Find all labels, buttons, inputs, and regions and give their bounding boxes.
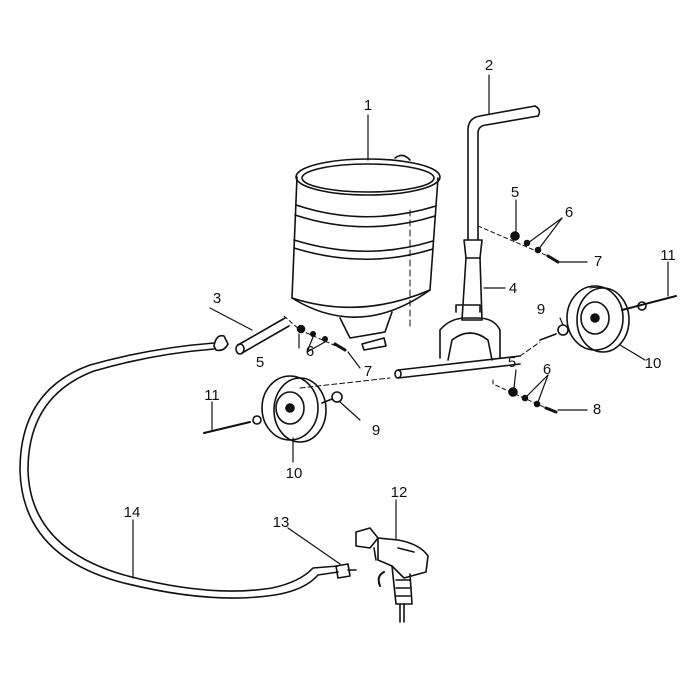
hose-fitting xyxy=(335,563,357,579)
wheel-right xyxy=(566,285,630,353)
callout-5-right-lower: 5 xyxy=(508,354,516,371)
callout-1: 1 xyxy=(364,97,372,114)
callout-labels: 1 2 3 4 5 5 5 6 6 6 7 7 8 9 9 10 10 11 1… xyxy=(124,57,676,531)
callout-4: 4 xyxy=(509,280,517,297)
callout-13: 13 xyxy=(273,514,290,531)
callout-9-right: 9 xyxy=(537,301,545,318)
callout-12: 12 xyxy=(391,484,408,501)
callout-11-right: 11 xyxy=(660,247,676,264)
callout-7-right: 7 xyxy=(594,253,602,270)
callout-10-right: 10 xyxy=(645,355,662,372)
hopper xyxy=(291,154,441,339)
callout-5-right-upper: 5 xyxy=(511,184,519,201)
hardware xyxy=(203,225,677,434)
hose xyxy=(19,342,339,599)
callout-5-left: 5 xyxy=(256,354,264,371)
callout-10-left: 10 xyxy=(286,465,303,482)
callout-6-left: 6 xyxy=(306,343,314,360)
callout-11-left: 11 xyxy=(204,387,220,404)
callout-14: 14 xyxy=(124,504,141,521)
callout-7-left: 7 xyxy=(364,363,372,380)
pipe-fitting xyxy=(213,317,387,355)
callout-6-right-lower: 6 xyxy=(543,361,551,378)
axle xyxy=(299,341,541,389)
handle-frame xyxy=(439,105,541,361)
callout-9-left: 9 xyxy=(372,422,380,439)
leader-lines xyxy=(132,74,669,579)
callout-8: 8 xyxy=(593,401,601,418)
wheel-left xyxy=(261,375,327,443)
callout-3: 3 xyxy=(213,290,221,307)
spray-gun xyxy=(355,527,429,623)
callout-2: 2 xyxy=(485,57,493,74)
callout-6-right-upper: 6 xyxy=(565,204,573,221)
